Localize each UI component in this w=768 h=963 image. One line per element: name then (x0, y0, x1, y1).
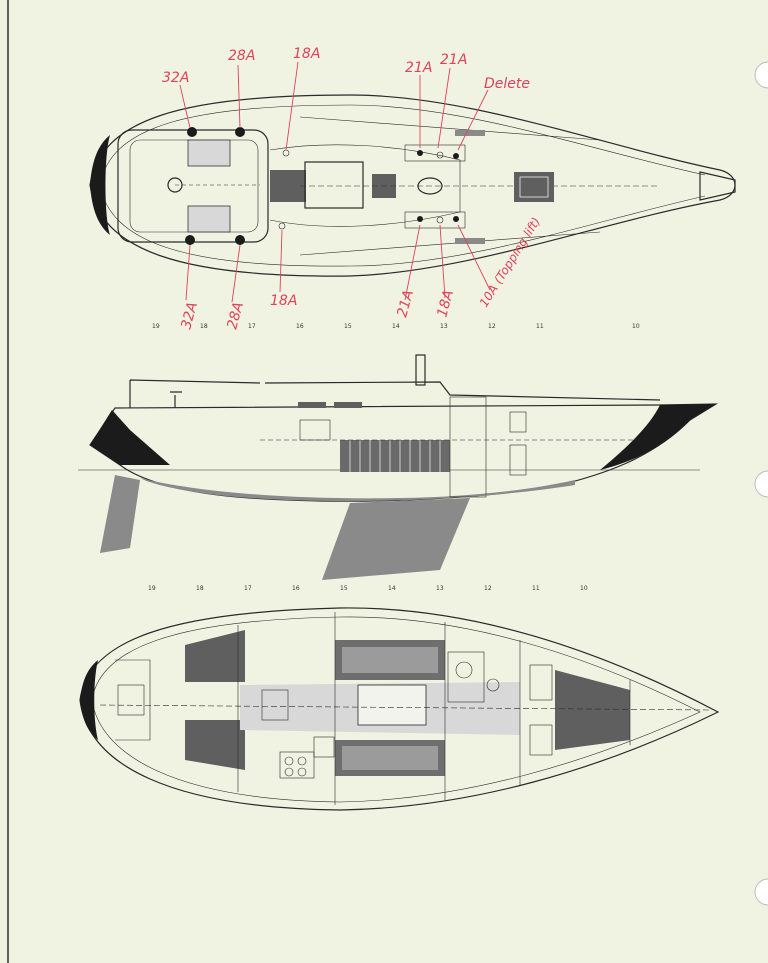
station-labels-row2: 19 18 17 16 15 14 13 12 11 10 (148, 585, 588, 592)
station-label: 15 (340, 585, 348, 592)
annotation-18a-bottom: 18A (270, 293, 297, 309)
station-label: 15 (344, 323, 352, 330)
station-label: 14 (392, 323, 400, 330)
annotation-28a-top: 28A (228, 48, 255, 64)
annotation-32a-bottom: 32A (178, 300, 201, 331)
binder-hole-bottom (754, 878, 768, 906)
deck-plan (89, 94, 736, 277)
annotation-18a-bottom-2: 18A (434, 288, 457, 319)
annotation-21a-bottom: 21A (394, 288, 417, 319)
station-label: 16 (296, 323, 304, 330)
station-label: 12 (484, 585, 492, 592)
station-label: 17 (248, 323, 256, 330)
annotation-28a-bottom: 28A (224, 300, 247, 331)
station-label: 17 (244, 585, 252, 592)
binder-hole-top (754, 61, 768, 89)
profile-view (78, 354, 719, 580)
station-label: 11 (532, 585, 540, 592)
station-labels-row1: 19 18 17 16 15 14 13 12 11 10 (152, 323, 640, 330)
binder-hole-middle (754, 470, 768, 498)
accommodation-plan (79, 607, 720, 811)
station-label: 18 (196, 585, 204, 592)
station-label: 13 (436, 585, 444, 592)
annotation-delete: Delete (484, 76, 530, 92)
station-label: 13 (440, 323, 448, 330)
station-label: 12 (488, 323, 496, 330)
station-label: 10 (580, 585, 588, 592)
station-label: 18 (200, 323, 208, 330)
annotation-21a-top-2: 21A (440, 52, 467, 68)
station-label: 14 (388, 585, 396, 592)
annotation-leaders (179, 61, 491, 303)
annotation-32a-top: 32A (162, 70, 189, 86)
annotation-18a-top: 18A (293, 46, 320, 62)
station-label: 19 (148, 585, 156, 592)
annotation-10a-topping-lift: 10A (Topping lift) (477, 215, 543, 310)
station-label: 16 (292, 585, 300, 592)
station-label: 19 (152, 323, 160, 330)
station-label: 10 (632, 323, 640, 330)
annotations-top: 32A 28A 18A 21A 21A Delete (162, 46, 530, 92)
station-label: 11 (536, 323, 544, 330)
annotation-21a-top-1: 21A (405, 60, 432, 76)
